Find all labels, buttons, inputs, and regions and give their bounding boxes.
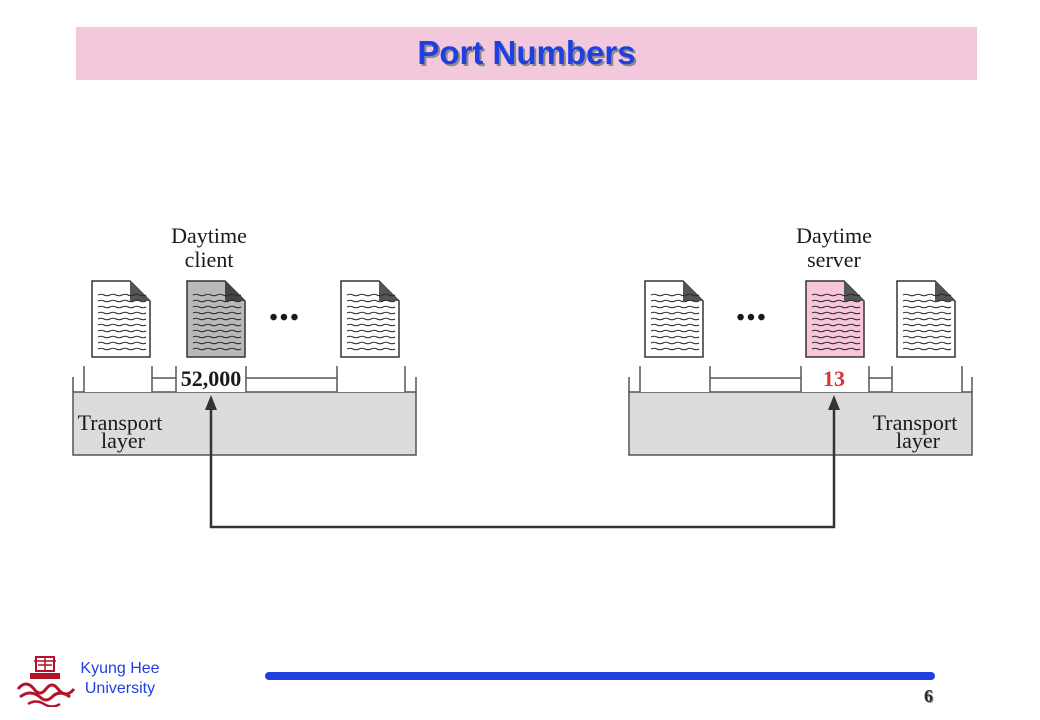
server-caption-line1: Daytime xyxy=(796,223,872,248)
client-doc-icon-2 xyxy=(186,280,246,358)
server-port-slot-2 xyxy=(801,370,869,392)
server-port-slot-3 xyxy=(892,370,962,392)
client-transport-layer xyxy=(72,377,417,456)
server-port-number: 13 xyxy=(823,366,845,391)
slide-title: Port Numbers xyxy=(417,34,636,71)
server-port-slot-1 xyxy=(640,370,710,392)
client-port-dividers xyxy=(83,366,406,392)
footer-bar xyxy=(265,672,935,680)
client-doc-icon-1 xyxy=(91,280,151,358)
client-port-slot-3 xyxy=(337,370,405,392)
server-arrowhead xyxy=(828,395,840,410)
university-logo xyxy=(16,656,76,707)
client-port-slot-2 xyxy=(176,370,246,392)
title-bar: Port Numbers xyxy=(76,27,977,80)
server-port-dividers xyxy=(639,366,963,392)
server-doc-icon-1 xyxy=(644,280,704,358)
page-number: 6 xyxy=(924,686,933,706)
server-doc-icon-2 xyxy=(805,280,865,358)
client-doc-icon-3 xyxy=(340,280,400,358)
server-layer-line2: layer xyxy=(896,428,941,453)
server-layer-line1: Transport xyxy=(873,410,958,435)
university-name: Kyung Hee University xyxy=(80,660,160,697)
server-transport-layer xyxy=(628,377,973,456)
client-arrowhead xyxy=(205,395,217,410)
client-port-number: 52,000 xyxy=(181,366,242,391)
server-caption-line2: server xyxy=(807,247,861,272)
client-layer-line2: layer xyxy=(101,428,146,453)
client-ellipsis: ••• xyxy=(269,305,300,331)
client-port-slot-1 xyxy=(84,370,152,392)
server-ellipsis: ••• xyxy=(736,305,767,331)
client-caption-line2: client xyxy=(185,247,234,272)
client-caption-line1: Daytime xyxy=(171,223,247,248)
server-doc-icon-3 xyxy=(896,280,956,358)
connection-line xyxy=(209,410,836,529)
client-layer-line1: Transport xyxy=(78,410,163,435)
